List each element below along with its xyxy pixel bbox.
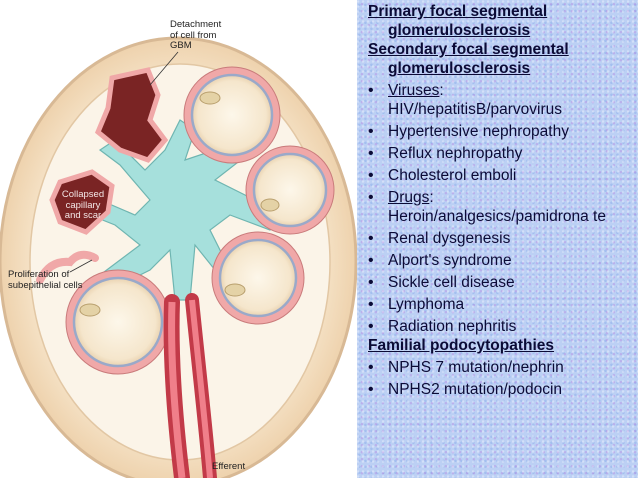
item-label: Viruses — [388, 82, 440, 99]
proliferating-cells — [36, 250, 99, 284]
secondary-causes-list: Viruses: HIV/hepatitisB/parvovirus Hypert… — [368, 81, 638, 336]
list-item: Alport's syndrome — [368, 251, 638, 270]
mesangium — [89, 119, 281, 301]
afferent-vessel-lumen — [168, 301, 186, 478]
item-label: Reflux nephropathy — [388, 145, 523, 162]
glomerulus-diagram — [0, 36, 357, 478]
label-detachment: Detachment of cell from GBM — [170, 19, 222, 51]
list-item: Drugs: Heroin/analgesics/pamidrona te — [368, 188, 638, 226]
list-item: Reflux nephropathy — [368, 144, 638, 163]
list-item: Hypertensive nephropathy — [368, 122, 638, 141]
list-item: NPHS 7 mutation/nephrin — [368, 358, 638, 377]
heading-secondary-fsgs: Secondary focal segmental glomeruloscler… — [368, 41, 569, 77]
item-detail: Heroin/analgesics/pamidrona te — [388, 208, 606, 225]
item-label: Lymphoma — [388, 296, 465, 313]
list-item: Viruses: HIV/hepatitisB/parvovirus — [368, 81, 638, 119]
label-proliferation: Proliferation of subepithelial cells — [8, 269, 83, 291]
item-detail: HIV/hepatitisB/parvovirus — [388, 101, 563, 118]
list-item: NPHS2 mutation/podocin — [368, 380, 638, 399]
capillary-lobe-top-right — [183, 66, 281, 164]
item-suffix: : — [439, 82, 444, 99]
capillary-lobe-lower-left — [65, 269, 171, 375]
list-item: Renal dysgenesis — [368, 229, 638, 248]
list-item: Sickle cell disease — [368, 273, 638, 292]
label-collapsed-capillary: Collapsed capillary and scar — [61, 189, 105, 221]
collapsed-capillary-scar — [49, 169, 115, 235]
pointer-proliferation — [69, 259, 93, 273]
capillary-lobe-right — [245, 145, 335, 235]
efferent-vessel-lumen — [189, 299, 213, 478]
item-label: NPHS2 mutation/podocin — [388, 381, 563, 398]
list-item: Cholesterol emboli — [368, 166, 638, 185]
detached-sclerotic-segment — [94, 67, 169, 163]
item-suffix: : — [429, 189, 434, 206]
item-label: Alport's syndrome — [388, 252, 512, 269]
label-efferent: Efferent — [212, 461, 246, 472]
heading-primary-fsgs: Primary focal segmental glomeruloscleros… — [368, 3, 548, 39]
heading-familial: Familial podocytopathies — [368, 337, 555, 354]
item-label: Renal dysgenesis — [388, 230, 511, 247]
item-label: NPHS 7 mutation/nephrin — [388, 359, 564, 376]
glomerulus-figure: Detachment of cell from GBM Collapsed ca… — [0, 19, 357, 478]
item-label: Radiation nephritis — [388, 318, 517, 335]
item-label: Cholesterol emboli — [388, 167, 517, 184]
familial-list: NPHS 7 mutation/nephrin NPHS2 mutation/p… — [368, 358, 638, 399]
item-label: Sickle cell disease — [388, 274, 515, 291]
list-item: Lymphoma — [368, 295, 638, 314]
pointer-detachment — [149, 51, 179, 86]
causes-panel: Primary focal segmental glomeruloscleros… — [357, 0, 638, 478]
list-item: Radiation nephritis — [368, 317, 638, 336]
item-label: Drugs — [388, 189, 430, 206]
item-label: Hypertensive nephropathy — [388, 123, 569, 140]
capillary-lobe-lower-right — [211, 231, 305, 325]
